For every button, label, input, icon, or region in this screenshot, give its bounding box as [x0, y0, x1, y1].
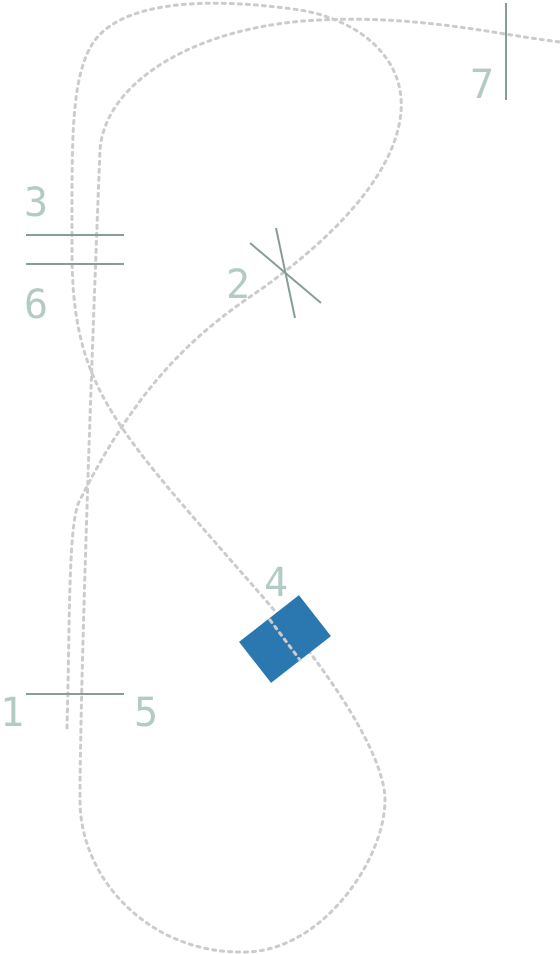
checkpoint-6-label: 6 [24, 282, 48, 328]
route-path [65, 1, 560, 954]
checkpoint-3-label: 3 [24, 180, 48, 226]
checkpoint-2-label: 2 [226, 262, 250, 308]
checkpoint-2-line-b [275, 227, 296, 319]
checkpoint-1-label: 1 [0, 690, 24, 736]
checkpoint-4-label: 4 [264, 560, 288, 606]
vehicle-route-overlay [268, 618, 302, 662]
checkpoint-7-label: 7 [470, 62, 494, 108]
checkpoint-5-label: 5 [134, 690, 158, 736]
